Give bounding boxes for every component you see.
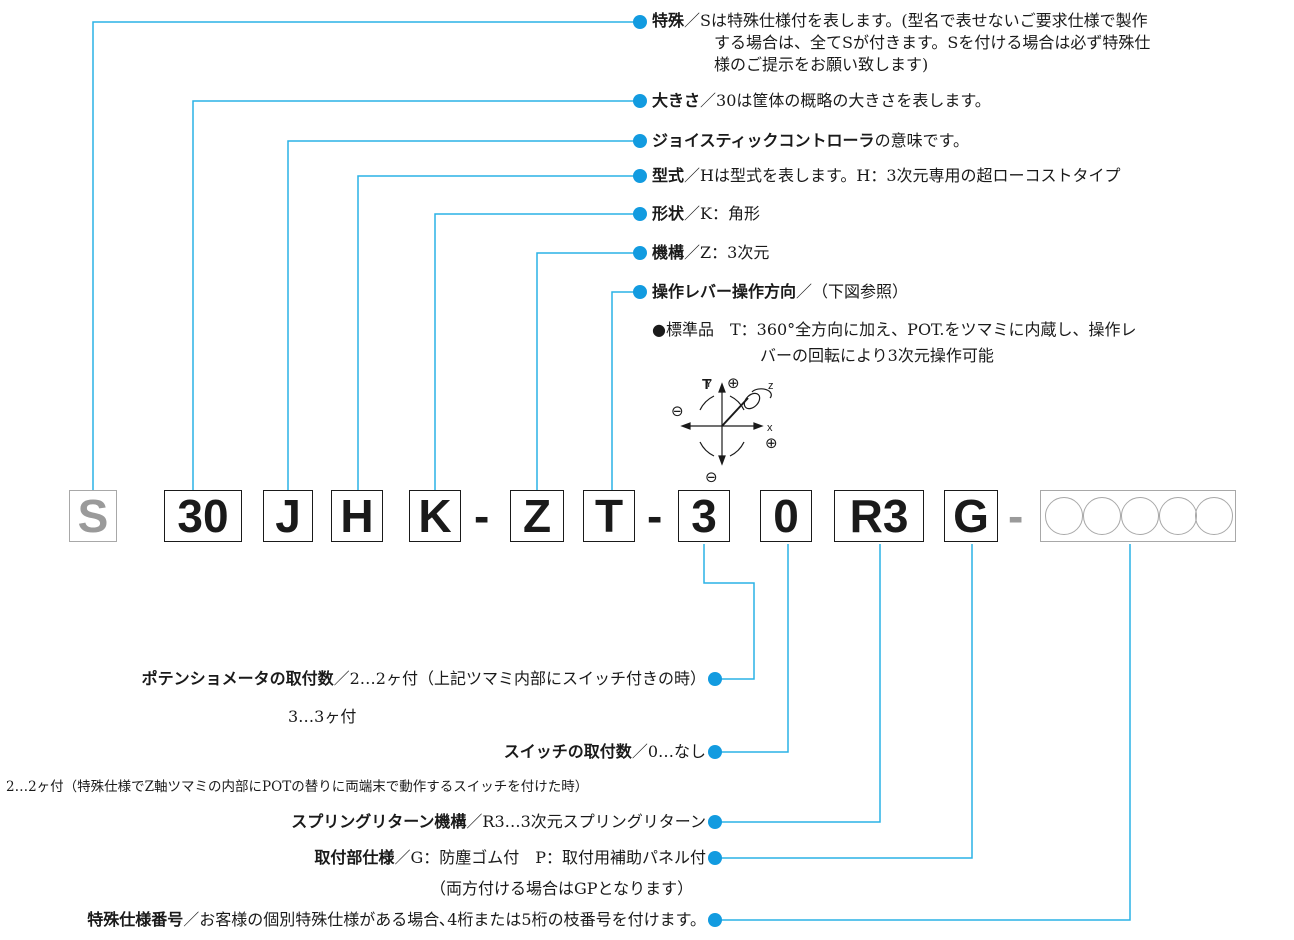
note-title: 形状 xyxy=(652,204,685,223)
dot-bottom-1 xyxy=(708,672,722,686)
note-text: ／G：防塵ゴム付 P：取付用補助パネル付 xyxy=(394,848,706,867)
note-special-cont1: する場合は、全てSが付きます。Sを付ける場合は必ず特殊仕 xyxy=(714,33,1151,52)
fig-plus-right: ⊕ xyxy=(765,434,778,452)
code-dash-2: - xyxy=(647,490,663,542)
note-title: ジョイスティックコントローラ xyxy=(652,131,875,150)
note-special-cont2: 様のご提示をお願い致します) xyxy=(714,55,929,74)
note-text: ／K：角形 xyxy=(684,204,760,223)
code-box-j: J xyxy=(263,490,313,542)
note-mount-spec: 取付部仕様／G：防塵ゴム付 P：取付用補助パネル付 xyxy=(314,847,706,869)
code-box-r3: R3 xyxy=(834,490,924,542)
dot-bottom-5 xyxy=(708,913,722,927)
note-title: スプリングリターン機構 xyxy=(291,812,467,831)
circle-placeholder xyxy=(1159,497,1197,535)
note-title: 型式 xyxy=(652,166,685,185)
note-spring-return: スプリングリターン機構／R3…3次元スプリングリターン xyxy=(291,811,706,833)
code-box-30: 30 xyxy=(164,490,242,542)
fig-plus-top: ⊕ xyxy=(727,374,740,392)
standard-line2: バーの回転により3次元操作可能 xyxy=(760,346,994,365)
circle-placeholder xyxy=(1083,497,1121,535)
leader-line-special xyxy=(718,544,1131,921)
circle-placeholder xyxy=(1195,497,1233,535)
dot-top-1 xyxy=(633,15,647,29)
code-box-s: S xyxy=(69,490,117,542)
circle-placeholder xyxy=(1045,497,1083,535)
leader-line-h xyxy=(357,175,637,490)
leader-line-group xyxy=(92,21,1131,921)
leader-line-0 xyxy=(718,544,789,753)
leader-line-j xyxy=(287,140,637,490)
code-box-z: Z xyxy=(510,490,564,542)
code-dash-3: - xyxy=(1008,490,1024,542)
joystick-direction-figure xyxy=(680,382,772,466)
note-title: スイッチの取付数 xyxy=(503,742,632,761)
leader-line-r3 xyxy=(718,544,881,823)
fig-minus-bottom: ⊖ xyxy=(705,468,718,486)
note-text: ／お客様の個別特殊仕様がある場合､4桁または5桁の枝番号を付けます。 xyxy=(183,910,706,929)
dot-top-5 xyxy=(633,207,647,221)
note-text: ／Z：3次元 xyxy=(684,243,770,262)
note-text: ／Sは特殊仕様付を表します。(型名で表せないご要求仕様で製作 xyxy=(684,11,1148,30)
note-title: 大きさ xyxy=(652,91,701,110)
note-text: ／Hは型式を表します。H：3次元専用の超ローコストタイプ xyxy=(684,166,1121,185)
leader-line-30 xyxy=(192,100,637,490)
note-title: 特殊仕様番号 xyxy=(87,910,184,929)
note-title: 機構 xyxy=(652,243,685,262)
note-title: 取付部仕様 xyxy=(314,848,395,867)
dot-bottom-4 xyxy=(708,851,722,865)
note-text: ／2…2ヶ付（上記ツマミ内部にスイッチ付きの時） xyxy=(333,669,706,688)
note-text: ／（下図参照） xyxy=(796,282,909,301)
fig-axis-z: z xyxy=(768,380,774,392)
note-pot-count-sub: 3…3ヶ付 xyxy=(288,707,357,726)
dot-top-7 xyxy=(633,285,647,299)
fig-axis-y: Y xyxy=(705,378,713,390)
dot-top-4 xyxy=(633,169,647,183)
code-box-0: 0 xyxy=(760,490,812,542)
code-box-k: K xyxy=(409,490,461,542)
fig-label-t: T xyxy=(702,376,712,393)
note-title: 特殊 xyxy=(652,11,685,30)
leader-line-s xyxy=(92,21,637,490)
note-switch-count: スイッチの取付数／0…なし xyxy=(504,741,706,763)
code-box-t: T xyxy=(583,490,635,542)
note-switch-count-sub: 2…2ヶ付（特殊仕様でZ軸ツマミの内部にPOTの替りに両端末で動作するスイッチを… xyxy=(6,779,589,795)
note-mount-spec-sub: （両方付ける場合はGPとなります） xyxy=(430,879,694,898)
fig-axis-x: x xyxy=(767,422,773,434)
standard-line1: ●標準品 T：360°全方向に加え、POT.をツマミに内蔵し、操作レ xyxy=(652,320,1137,339)
note-type: 型式／Hは型式を表します。H：3次元専用の超ローコストタイプ xyxy=(652,165,1121,187)
note-lever-direction: 操作レバー操作方向／（下図参照） xyxy=(652,281,908,303)
note-text: の意味です。 xyxy=(874,131,969,150)
note-text: ／30は筐体の概略の大きさを表します。 xyxy=(700,91,991,110)
note-special: 特殊／Sは特殊仕様付を表します。(型名で表せないご要求仕様で製作 xyxy=(652,10,1148,32)
leader-line-3 xyxy=(703,544,755,680)
circle-placeholder xyxy=(1121,497,1159,535)
note-pot-count: ポテンショメータの取付数／2…2ヶ付（上記ツマミ内部にスイッチ付きの時） xyxy=(142,668,706,690)
note-mechanism: 機構／Z：3次元 xyxy=(652,242,769,264)
note-joystick: ジョイスティックコントローラの意味です。 xyxy=(652,130,969,152)
leader-line-k xyxy=(434,213,637,490)
note-text: ／R3…3次元スプリングリターン xyxy=(466,812,706,831)
note-title: ポテンショメータの取付数 xyxy=(141,669,334,688)
dot-group xyxy=(633,15,722,927)
dot-top-3 xyxy=(633,134,647,148)
dot-bottom-3 xyxy=(708,815,722,829)
fig-minus-left: ⊖ xyxy=(671,402,684,420)
note-size: 大きさ／30は筐体の概略の大きさを表します。 xyxy=(652,90,991,112)
leader-line-t xyxy=(611,291,637,490)
dot-bottom-2 xyxy=(708,745,722,759)
special-number-circles xyxy=(1040,490,1236,542)
code-box-h: H xyxy=(331,490,383,542)
leader-line-z xyxy=(536,252,637,490)
note-shape: 形状／K：角形 xyxy=(652,203,760,225)
dot-top-2 xyxy=(633,94,647,108)
code-box-3: 3 xyxy=(678,490,730,542)
note-special-number: 特殊仕様番号／お客様の個別特殊仕様がある場合､4桁または5桁の枝番号を付けます。 xyxy=(87,909,706,931)
dot-top-6 xyxy=(633,246,647,260)
leader-line-g xyxy=(718,544,973,859)
code-dash-1: - xyxy=(474,490,490,542)
note-title: 操作レバー操作方向 xyxy=(652,282,797,301)
note-text: ／0…なし xyxy=(631,742,706,761)
code-box-g: G xyxy=(944,490,998,542)
